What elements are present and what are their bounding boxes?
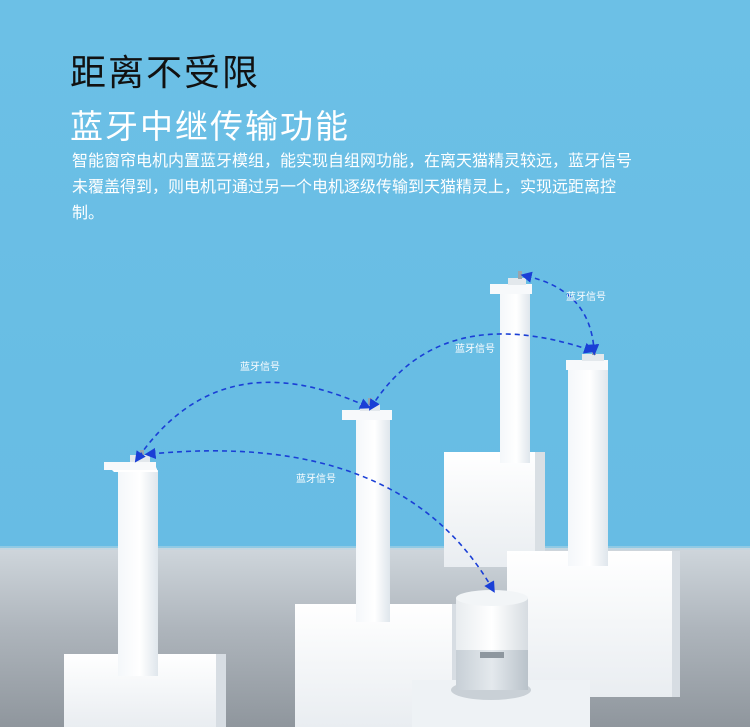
page-subtitle: 蓝牙中继传输功能: [70, 107, 350, 146]
smart-speaker: [451, 590, 531, 700]
signal-arc-motor-center-to-left: [134, 381, 372, 463]
pedestal-top-right: [444, 452, 545, 567]
curtain-motor-right: [566, 346, 608, 566]
signal-label: 蓝牙信号: [455, 344, 495, 355]
page-description: 智能窗帘电机内置蓝牙模组，能实现自组网功能，在离天猫精灵较远，蓝牙信号未覆盖得到…: [72, 151, 633, 222]
signal-arc-motor-top-to-right: [520, 271, 600, 356]
curtain-motor-top-right: [490, 271, 532, 463]
signal-label: 蓝牙信号: [240, 362, 280, 373]
page-title: 距离不受限: [70, 53, 261, 94]
signal-arc-motor-left-to-speaker: [144, 447, 495, 593]
bluetooth-signal-paths: [134, 271, 600, 593]
curtain-motor-left: [104, 450, 158, 676]
pedestal-right: [507, 551, 680, 697]
signal-label: 蓝牙信号: [566, 292, 606, 303]
pedestal-center: [295, 604, 458, 727]
signal-label: 蓝牙信号: [296, 474, 336, 485]
curtain-motor-center: [342, 398, 392, 622]
